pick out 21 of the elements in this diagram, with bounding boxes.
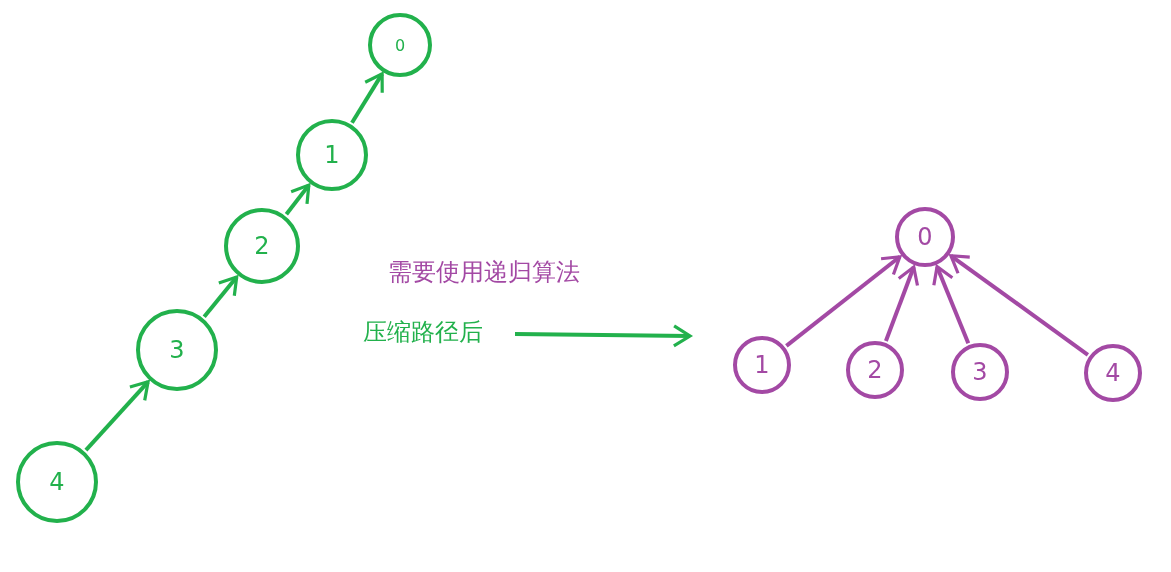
- node-circle: 2: [846, 341, 904, 399]
- arrow: [202, 275, 239, 318]
- node-circle: 3: [951, 343, 1009, 401]
- arrow: [84, 380, 150, 452]
- note-text: 需要使用递归算法: [388, 257, 580, 288]
- arrow: [932, 265, 971, 345]
- node-circle: 0: [895, 207, 955, 267]
- node-circle: 1: [296, 119, 368, 191]
- arrow: [884, 265, 920, 342]
- step-label: 压缩路径后: [363, 316, 483, 348]
- arrow: [949, 254, 1090, 357]
- arrow: [785, 255, 902, 348]
- node-circle: 2: [224, 208, 300, 284]
- node-circle: 1: [733, 336, 791, 394]
- node-circle: 0: [368, 13, 432, 77]
- node-circle: 4: [1084, 344, 1142, 402]
- node-circle: 3: [136, 309, 218, 391]
- arrow: [514, 324, 692, 348]
- node-circle: 4: [16, 441, 98, 523]
- arrow: [284, 183, 311, 216]
- arrow: [350, 72, 384, 124]
